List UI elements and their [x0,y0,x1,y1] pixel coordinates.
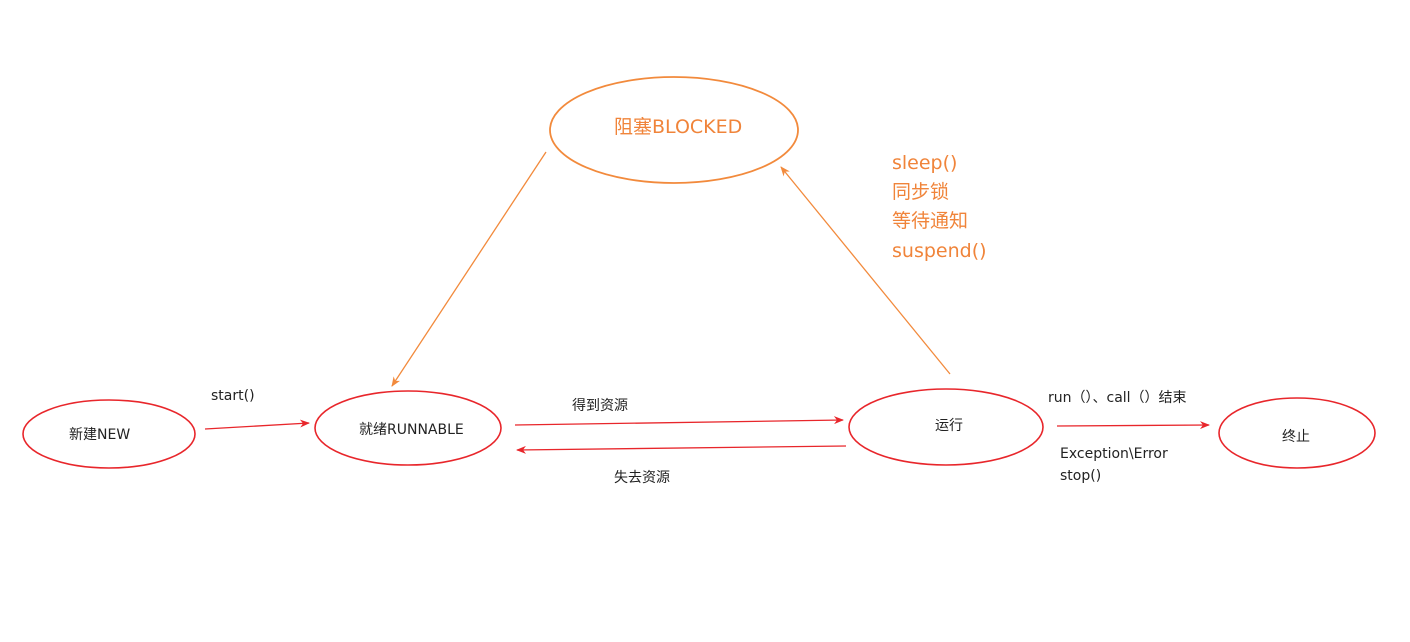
edge-exception-error-label: Exception\Error [1060,446,1168,462]
block-reason-sync-lock: 同步锁 [892,181,950,203]
node-runnable-label: 就绪RUNNABLE [359,422,464,438]
arrow-get-resource [514,416,844,426]
edge-get-resource-label: 得到资源 [572,398,628,414]
node-terminated-ellipse [1218,397,1376,469]
arrow-lose-resource [516,445,847,454]
edge-stop-label: stop() [1060,468,1102,484]
node-new-ellipse [22,399,196,469]
edge-run-call-end-label: run（）、call（）结束 [1048,390,1187,406]
node-running-label: 运行 [935,418,963,434]
arrow-terminate [1056,421,1210,430]
node-terminated-label: 终止 [1282,429,1310,445]
node-runnable-ellipse [314,390,502,466]
arrow-start [204,419,310,430]
arrow-running-to-blocked [780,166,951,375]
node-new-label: 新建NEW [69,427,131,443]
node-running-ellipse [848,388,1044,466]
block-reason-wait-notify: 等待通知 [892,210,969,232]
edge-start-label: start() [211,388,255,404]
block-reason-suspend: suspend() [892,240,987,262]
arrow-blocked-to-runnable [391,151,547,387]
edge-lose-resource-label: 失去资源 [614,470,670,486]
node-blocked-label: 阻塞BLOCKED [614,116,743,138]
block-reason-sleep: sleep() [892,152,958,174]
node-blocked-ellipse [549,76,799,184]
